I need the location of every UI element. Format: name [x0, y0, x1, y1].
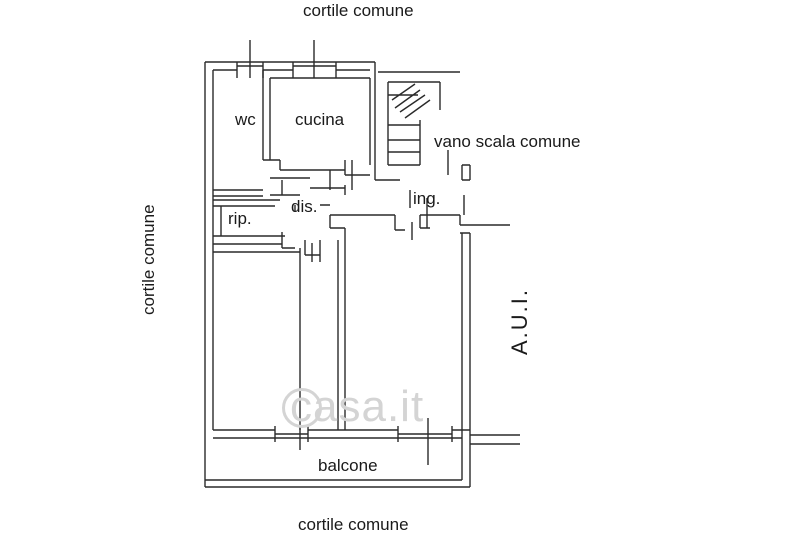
outer-wall: [204, 61, 470, 488]
room-left-walls: [213, 240, 321, 430]
label-stairwell: vano scala comune: [434, 132, 581, 151]
storage-walls: [213, 199, 295, 249]
window-bottom-center: [397, 418, 453, 465]
kitchen-walls: [270, 62, 400, 181]
window-bottom-left: [274, 426, 309, 450]
right-wall: [205, 430, 471, 487]
balcony-rail: [470, 434, 520, 445]
label-courtyard-bottom: cortile comune: [298, 515, 409, 534]
hallway-walls: [270, 177, 346, 212]
room-center-walls: [329, 214, 405, 430]
watermark: casa.it: [290, 382, 425, 431]
stair-outline: [387, 81, 441, 166]
label-neighbor-unit: A.U.I.: [507, 287, 532, 355]
label-storage: rip.: [228, 209, 252, 228]
label-balcony: balcone: [318, 456, 378, 475]
label-entrance: ing.: [413, 189, 441, 208]
watermark-logo-icon: [282, 388, 322, 428]
stair-steps: [378, 71, 460, 153]
door-markers: [281, 150, 465, 262]
label-kitchen: cucina: [295, 110, 345, 129]
label-courtyard-left: cortile comune: [139, 204, 158, 315]
window-top-kitchen: [292, 40, 337, 78]
window-top-wc: [236, 40, 264, 78]
wc-partition: [213, 70, 271, 197]
label-wc: wc: [235, 110, 256, 129]
entrance-walls: [419, 214, 510, 430]
label-hallway: dis.: [291, 197, 318, 216]
label-courtyard-top: cortile comune: [303, 1, 414, 20]
post: [461, 164, 471, 181]
